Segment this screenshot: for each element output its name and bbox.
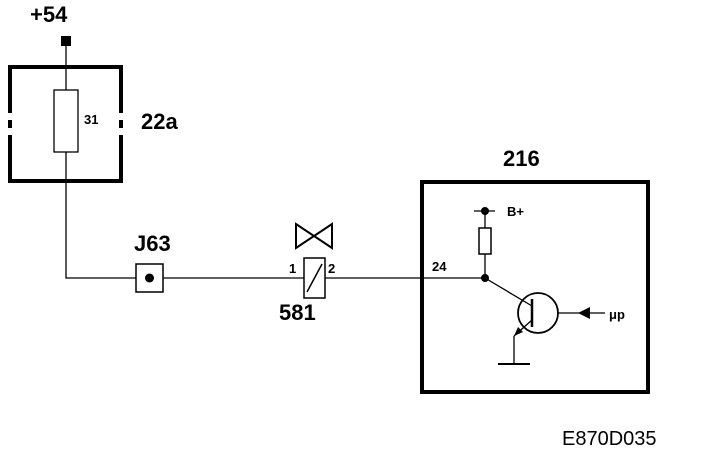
pull-up-resistor: [478, 227, 492, 255]
drawing-reference: E870D035: [562, 428, 657, 450]
control-unit-pin: 24: [432, 259, 447, 274]
valve-symbol-icon: [295, 222, 333, 250]
valve-pin-2: 2: [328, 261, 335, 276]
supply-label: +54: [30, 2, 68, 27]
valve-label: 581: [279, 300, 316, 325]
control-unit-label: 216: [503, 146, 540, 171]
solenoid-coil-mark: [306, 263, 323, 293]
fuse-number: 31: [84, 112, 98, 127]
control-arrow-icon: [578, 307, 590, 319]
wire-fuse-to-connector: [65, 152, 136, 279]
valve-pin-1: 1: [289, 261, 296, 276]
supply-terminal: [61, 36, 71, 46]
fuse: [53, 89, 79, 153]
connector-pin: [145, 273, 154, 283]
microprocessor-label: μp: [609, 307, 625, 322]
connector-label: J63: [134, 231, 171, 256]
control-unit-box: [420, 180, 650, 394]
fuse-box-label: 22a: [141, 109, 178, 134]
battery-label: B+: [507, 204, 524, 219]
transistor-collector: [484, 277, 533, 307]
emitter-arrow-icon: [514, 327, 523, 336]
